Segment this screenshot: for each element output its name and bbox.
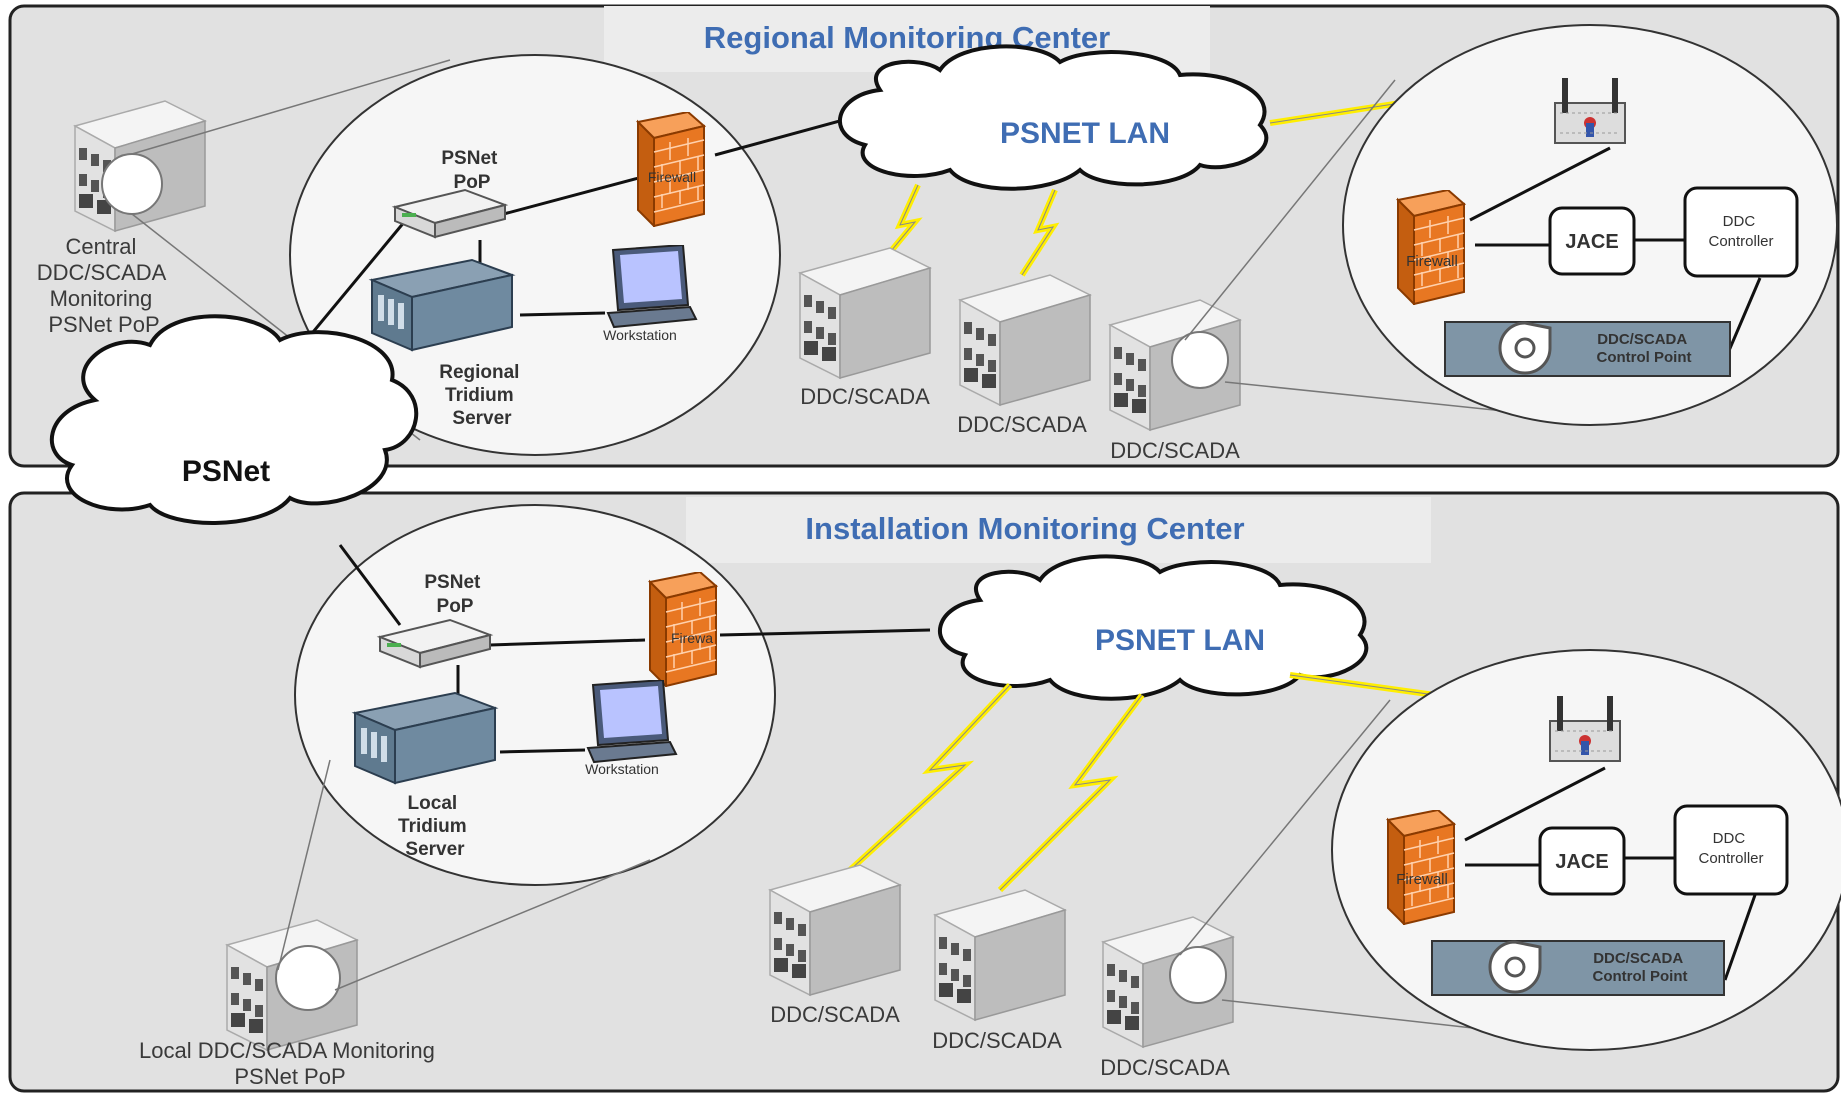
local-zoom-circle	[275, 945, 341, 1011]
installation-control-point-box	[1431, 940, 1725, 996]
installation-server-label: Local Tridium Server	[398, 793, 472, 860]
installation-lan-cloud	[937, 554, 1369, 701]
installation-pop-label: PSNet PoP	[424, 572, 485, 617]
regional-building-3-label: DDC/SCADA	[1110, 438, 1240, 463]
regional-building-1-icon	[799, 247, 931, 379]
regional-title: Regional Monitoring Center	[704, 20, 1110, 55]
installation-ddc-controller-label: DDC Controller	[1698, 830, 1763, 867]
regional-lan-cloud	[837, 44, 1269, 191]
regional-building-1-label: DDC/SCADA	[800, 384, 930, 409]
regional-building-2-label: DDC/SCADA	[957, 412, 1087, 437]
regional-control-point-box	[1444, 321, 1731, 377]
regional-lan-label: PSNET LAN	[1000, 117, 1170, 150]
regional-jace-box	[1548, 206, 1636, 276]
regional-ddc-controller-label: DDC Controller	[1708, 213, 1773, 250]
installation-jace-label: JACE	[1555, 851, 1608, 873]
installation-workstation-icon	[587, 680, 677, 763]
installation-jace-box	[1538, 826, 1626, 896]
installation-lan-label: PSNET LAN	[1095, 624, 1265, 657]
regional-blower-icon	[1498, 321, 1552, 375]
installation-building-2-label: DDC/SCADA	[932, 1028, 1062, 1053]
regional-detail-firewall-icon	[1397, 190, 1465, 305]
regional-pop-label: PSNet PoP	[441, 148, 502, 193]
regional-detail-firewall-label: Firewall	[1406, 253, 1458, 270]
installation-building-3-label: DDC/SCADA	[1100, 1055, 1230, 1080]
installation-building-1-icon	[769, 864, 901, 996]
installation-control-point-label: DDC/SCADA Control Point	[1593, 950, 1688, 985]
installation-zoom-circle	[1169, 946, 1227, 1004]
regional-control-point-label: DDC/SCADA Control Point	[1597, 331, 1692, 366]
regional-firewall-label: Firewall	[648, 169, 696, 185]
regional-ddc-controller-box	[1683, 186, 1799, 278]
central-zoom-circle	[101, 153, 163, 215]
installation-firewall-label: Firewa	[671, 630, 713, 646]
installation-pop-ellipse	[294, 504, 776, 886]
regional-workstation-label: Workstation	[603, 327, 677, 343]
installation-ddc-controller-box	[1673, 804, 1789, 896]
regional-zoom-circle	[1171, 331, 1229, 389]
regional-building-2-icon	[959, 274, 1091, 406]
installation-blower-icon	[1488, 940, 1542, 994]
central-label: Central DDC/SCADA Monitoring PSNet PoP	[37, 234, 171, 337]
psnet-cloud	[49, 314, 419, 525]
installation-building-1-label: DDC/SCADA	[770, 1002, 900, 1027]
installation-building-2-icon	[934, 889, 1066, 1021]
installation-detail-firewall-label: Firewall	[1396, 871, 1448, 888]
installation-workstation-label: Workstation	[585, 761, 659, 777]
regional-workstation-icon	[607, 245, 697, 328]
regional-jace-label: JACE	[1565, 231, 1618, 253]
installation-detail-firewall-icon	[1387, 810, 1455, 925]
installation-firewall-icon	[649, 572, 717, 687]
installation-title-bar	[686, 497, 1431, 563]
psnet-label: PSNet	[182, 455, 270, 488]
regional-server-label: Regional Tridium Server	[439, 362, 525, 429]
local-label: Local DDC/SCADA Monitoring PSNet PoP	[139, 1038, 441, 1089]
installation-title: Installation Monitoring Center	[805, 511, 1244, 546]
